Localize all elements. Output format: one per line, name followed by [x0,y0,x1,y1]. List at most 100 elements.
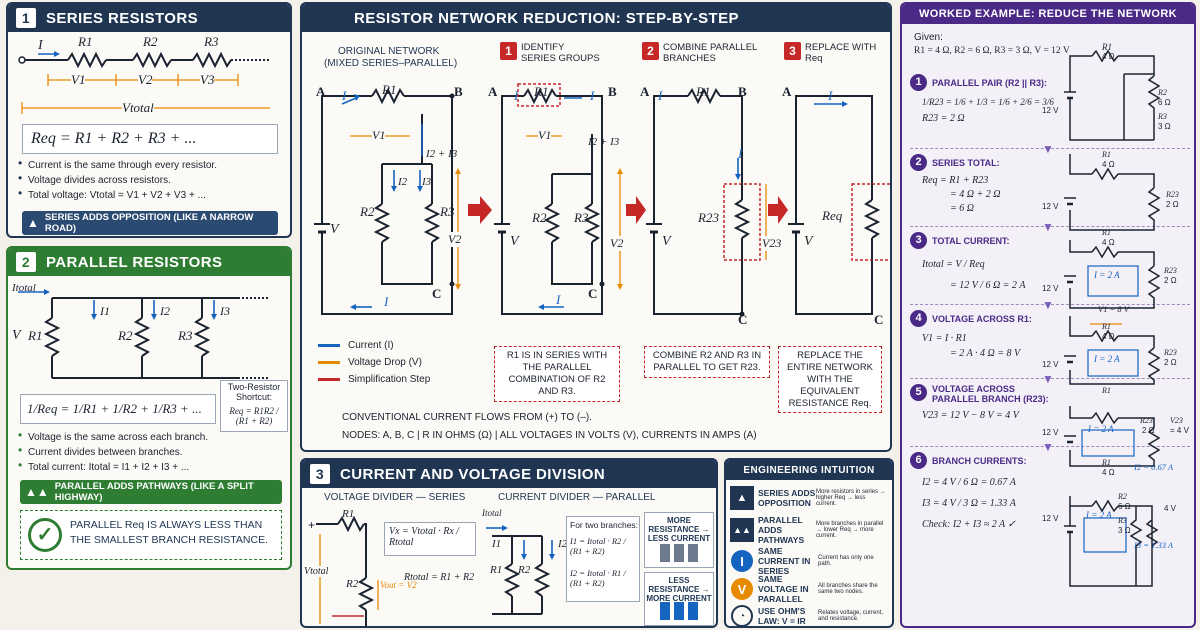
step3-req-label: Req [822,208,843,223]
mini3-r1-label: R1 [1102,228,1111,237]
mini6-i-label: I = 2 A [1086,510,1112,520]
series-number: 1 [16,8,36,28]
for-two-branches: For two branches: [570,520,639,530]
worked-step-6-line-3: Check: I2 + I3 ≈ 2 A ✓ [922,519,1016,530]
mini-circuit-1 [1064,49,1161,141]
mini6-i3-label: I3 = 1.33 A [1134,540,1174,550]
mini5-v23-label: V23 [1170,416,1183,425]
legend-simplify-swatch [318,378,340,381]
series-title: SERIES RESISTORS [46,9,198,27]
cd-r1-label: R1 [490,564,503,576]
mini4-i-label: I = 2 A [1094,354,1120,364]
original-circuit [314,87,461,315]
worked-circuits [1064,49,1161,587]
step2-r23-label: R23 [698,210,719,225]
worked-step-2-line-3: = 6 Ω [950,203,974,214]
cd-formula-box [566,516,640,602]
intuition-panel: ENGINEERING INTUITION ▲ SERIES ADDS OPPO… [724,458,894,628]
intuition-label-3: SAME CURRENT IN SERIES [758,546,811,576]
given-values: R1 = 4 Ω, R2 = 6 Ω, R3 = 3 Ω, V = 12 V [914,46,1070,56]
series-banner-text: SERIES ADDS OPPOSITION (LIKE A NARROW RO… [44,212,254,234]
mini1-source: 12 V [1042,106,1059,115]
original-i-label: I [342,88,347,103]
mini4-r1-value: 4 Ω [1102,332,1115,341]
mini2-source: 12 V [1042,202,1059,211]
original-i2-label: I2 [398,176,408,188]
parallel-header: 2 PARALLEL RESISTORS [8,248,290,276]
intuition-label-2: PARALLEL ADDS PATHWAYS [758,515,805,545]
step3-v-label: V [804,234,813,249]
worked-step-3-line-2: = 12 V / 6 Ω = 2 A [950,280,1026,291]
worked-step-6-line-2: I3 = 4 V / 3 Ω = 1.33 A [922,498,1016,509]
step1-r2-label: R2 [532,210,547,225]
step1-r3-label: R3 [574,210,589,225]
step-1-circuit [494,83,623,315]
parallel-formula: 1/Req = 1/R1 + 1/R2 + 1/R3 + ... [20,394,216,424]
parallel-bullet-dots: ••• [18,428,23,472]
mini1-r1-label: R1 [1102,42,1112,52]
original-v-label: V [330,222,339,237]
mini6-i2-label: I2 = 0.67 A [1134,462,1174,472]
given-title: Given: [914,32,943,43]
intuition-desc-5: Relates voltage, current, and resistance… [818,610,884,622]
mini3-r23-label: R23 [1164,266,1177,275]
division-panel: 3 CURRENT AND VOLTAGE DIVISION VOLTAGE D… [300,458,718,628]
worked-step-3-title: TOTAL CURRENT: [932,235,1010,246]
node-b-step1: B [608,84,617,99]
intuition-row-2: ▲▲ PARALLEL ADDS PATHWAYS More branches … [730,515,890,545]
intuition-label-4: SAME VOLTAGE IN PARALLEL [758,574,809,604]
step-3-label: REPLACE WITH Req [805,42,877,64]
original-i3-label: I3 [422,176,432,188]
worked-step-6-line-1: I2 = 4 V / 6 Ω = 0.67 A [922,477,1016,488]
step3-i-label: I [828,88,833,103]
mini6-r1-label: R1 [1102,458,1111,467]
rtotal-formula: Rtotal = R1 + R2 [404,572,475,583]
step-arrow-2 [626,196,646,224]
vx-formula: Vx = Vtotal · Rx / Rtotal [384,522,476,556]
mini3-source: 12 V [1042,284,1059,293]
worked-step-3-number: 3 [910,232,927,249]
mini4-v1-label: V1 = 8 V [1098,304,1129,314]
intuition-row-3: I SAME CURRENT IN SERIES Current has onl… [730,546,890,576]
vd-r2-label: R2 [346,578,359,590]
legend-current: Current (I) [318,340,458,351]
mini1-r1-value: 4 Ω [1102,52,1115,61]
worked-title: WORKED EXAMPLE: REDUCE THE NETWORK [918,8,1178,20]
down-arrow-icon: ▼ [1042,440,1054,454]
worked-step-5-line-1: V23 = 12 V − 8 V = 4 V [922,410,1019,421]
legend-simplify-label: Simplification Step [348,374,431,385]
series-bullet-3: Total voltage: Vtotal = V1 + V2 + V3 + .… [28,190,206,201]
intuition-row-1: ▲ SERIES ADDS OPPOSITION More resistors … [730,484,890,512]
step1-v-label: V [510,234,519,249]
series-bullet-2: Voltage divides across resistors. [28,175,171,186]
step-2-heading: 2 COMBINE PARALLEL BRANCHES [642,42,759,64]
reduction-footer-2: NODES: A, B, C | R IN OHMS (Ω) | ALL VOL… [342,430,757,441]
worked-step-3: 3 TOTAL CURRENT: Itotal = V / Req = 12 V… [910,232,1060,291]
division-circuits [316,515,555,626]
legend-current-label: Current (I) [348,340,394,351]
worked-divider-5 [910,446,1190,447]
step2-v-label: V [662,234,671,249]
mini5-source: 12 V [1042,428,1059,437]
step-arrow-1 [468,196,492,224]
series-formula: Req = R1 + R2 + R3 + ... [22,124,278,154]
division-title: CURRENT AND VOLTAGE DIVISION [340,465,606,483]
worked-step-2-title: SERIES TOTAL: [932,157,1000,168]
cd-i1-label: I1 [492,538,502,550]
more-resistance-blocks-icon [660,544,700,562]
step1-v1-label: V1 [538,128,552,143]
worked-step-5: 5 VOLTAGE ACROSS PARALLEL BRANCH (R23): … [910,384,1060,421]
parallel-v-label: V [12,328,21,343]
mini6-r2-value: 6 Ω [1118,502,1131,511]
series-panel: 1 SERIES RESISTORS I R1 R2 R3 V1 V2 V3 V… [6,2,292,238]
worked-step-4-line-2: = 2 A · 4 Ω = 8 V [950,348,1021,359]
worked-step-2-number: 2 [910,154,927,171]
down-arrow-icon: ▼ [1042,298,1054,312]
i1-formula: I1 = Itotal · R2 / (R1 + R2) [570,536,626,556]
series-v3-label: V3 [200,72,215,88]
down-arrow-icon: ▼ [1042,220,1054,234]
step-arrow-3 [768,196,788,224]
step-2-note: COMBINE R2 AND R3 IN PARALLEL TO GET R23… [644,346,770,378]
road-icon: ▲ [730,486,754,510]
original-i-bottom-label: I [384,294,389,309]
